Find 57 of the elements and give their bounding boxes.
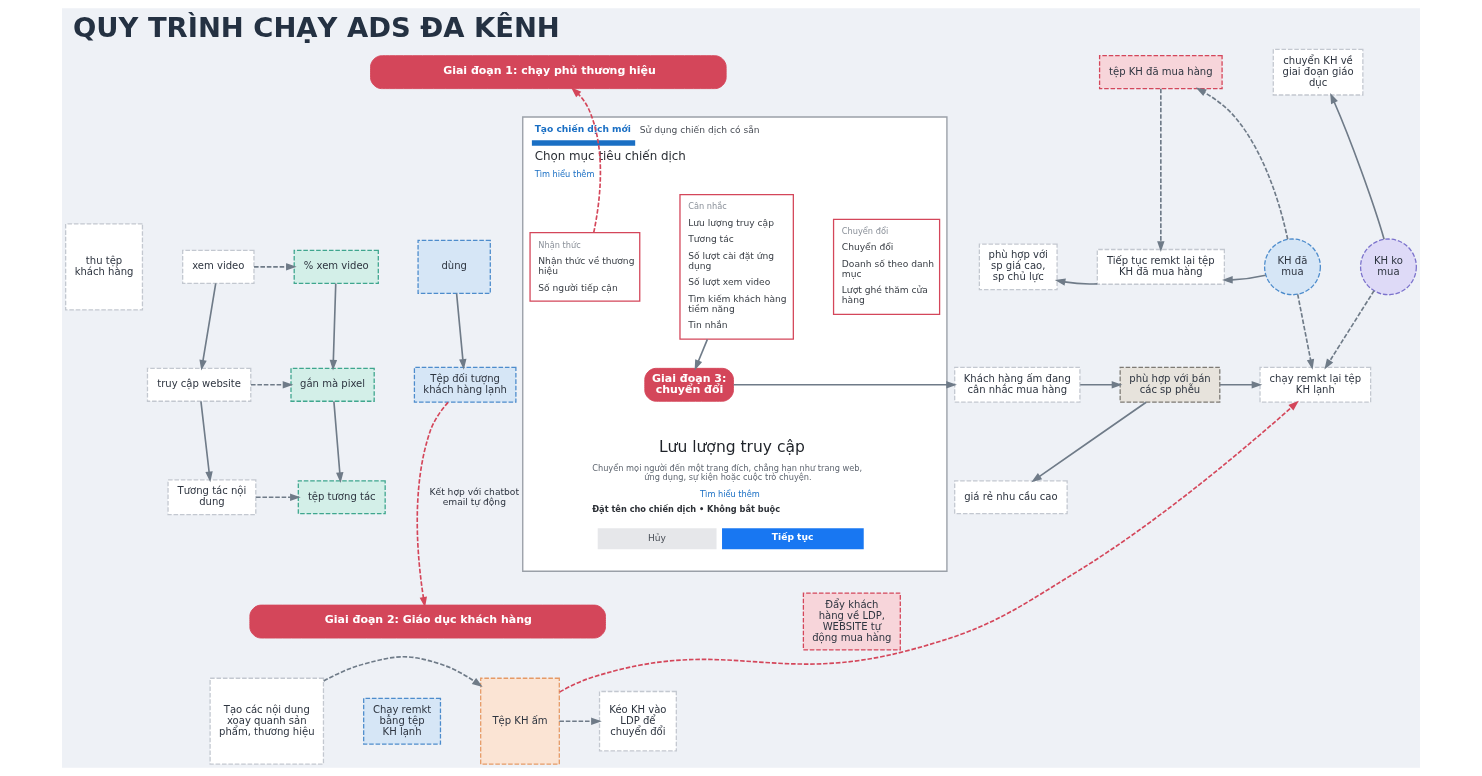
- arrow: [329, 282, 338, 371]
- arrow: [1157, 88, 1165, 252]
- node-box: % xem video: [293, 249, 379, 284]
- node-box: thu tệp khách hàng: [65, 223, 144, 311]
- node-box: Nhận thức Nhận thức về thương hiệu Số người tiếp cận: [529, 231, 641, 302]
- arrow: [1296, 293, 1315, 370]
- arrow: [558, 717, 602, 725]
- arrow: [570, 87, 602, 234]
- node-box: Giai đoạn 3: chuyển đổi: [644, 367, 734, 402]
- node-box: chuyển KH về giai đoạn giáo dục: [1272, 48, 1364, 96]
- node-box: Kéo KH vào LDP để chuyển đổi: [598, 690, 677, 752]
- arrow: [1222, 274, 1267, 284]
- arrow: [255, 493, 301, 501]
- arrow: [199, 282, 217, 371]
- node-circle: KH ko mua: [1359, 238, 1417, 296]
- arrow: [455, 292, 467, 370]
- node-box: chạy remkt lại tệp KH lạnh: [1259, 366, 1372, 403]
- node-box: tệp tương tác: [297, 480, 386, 515]
- arrow: [200, 400, 213, 483]
- node-box: Khách hàng ấm đang cân nhắc mua hàng: [954, 366, 1081, 403]
- arrow: [416, 401, 449, 608]
- node-box: tệp KH đã mua hàng: [1098, 55, 1223, 90]
- arrow: [1324, 289, 1375, 370]
- arrow: [1054, 278, 1099, 286]
- arrow: [1219, 381, 1263, 389]
- edge-label: Kết hợp với chatbot email tự động: [429, 486, 520, 507]
- arrow: [250, 381, 294, 389]
- node-box: Tạo các nội dung xoay quanh sản phẩm, thương hiệu: [209, 677, 325, 765]
- node-box: Tệp đối tượng khách hàng lạnh: [413, 366, 517, 403]
- node-box: xem video: [182, 249, 255, 284]
- arrow: [322, 655, 483, 688]
- node-box: Tệp KH ấm: [480, 677, 560, 765]
- node-box: Chuyển đổi Chuyển đổi Doanh số theo danh mục Lượt ghé thăm cửa hàng: [832, 218, 941, 316]
- node-box: Đẩy khách hàng về LDP, WEBSITE tự động mua hàng: [802, 592, 901, 651]
- arrow: [1031, 401, 1147, 483]
- arrow: [694, 338, 709, 371]
- node-box: phù hợp với bán các sp phễu: [1119, 366, 1221, 403]
- node-box: Chạy remkt bằng tệp KH lạnh: [363, 697, 442, 745]
- node-box: dùng: [417, 239, 491, 294]
- node-box: Cân nhắc Lưu lượng truy cập Tương tác Số lượt cài đặt ứng dụng Số lượt xem video Tìm kiếm khách hàng tiềm năng Tin nhắn: [679, 194, 794, 340]
- node-box: Tiếp tục remkt lại tệp KH đã mua hàng: [1096, 248, 1225, 285]
- node-box: giá rẻ nhu cầu cao: [954, 480, 1068, 515]
- node-circle: KH đã mua: [1263, 238, 1321, 296]
- node-box: truy cập website: [146, 367, 252, 402]
- diagram-title: QUY TRÌNH CHẠY ADS ĐA KÊNH: [72, 11, 560, 43]
- node-box: Giai đoạn 1: chạy phủ thương hiệu: [370, 55, 727, 90]
- arrow: [333, 400, 344, 483]
- arrow: [1330, 92, 1385, 240]
- node-box: gắn mà pixel: [290, 367, 375, 402]
- node-box: Tương tác nội dung: [167, 479, 257, 516]
- node-box: phù hợp với sp giá cao, sp chủ lực: [978, 243, 1058, 291]
- arrow: [1195, 87, 1289, 241]
- arrow: [253, 263, 297, 271]
- node-box: Giai đoạn 2: Giáo dục khách hàng: [249, 604, 606, 639]
- arrow: [1079, 381, 1123, 389]
- arrow: [558, 400, 1299, 693]
- arrow: [732, 381, 957, 389]
